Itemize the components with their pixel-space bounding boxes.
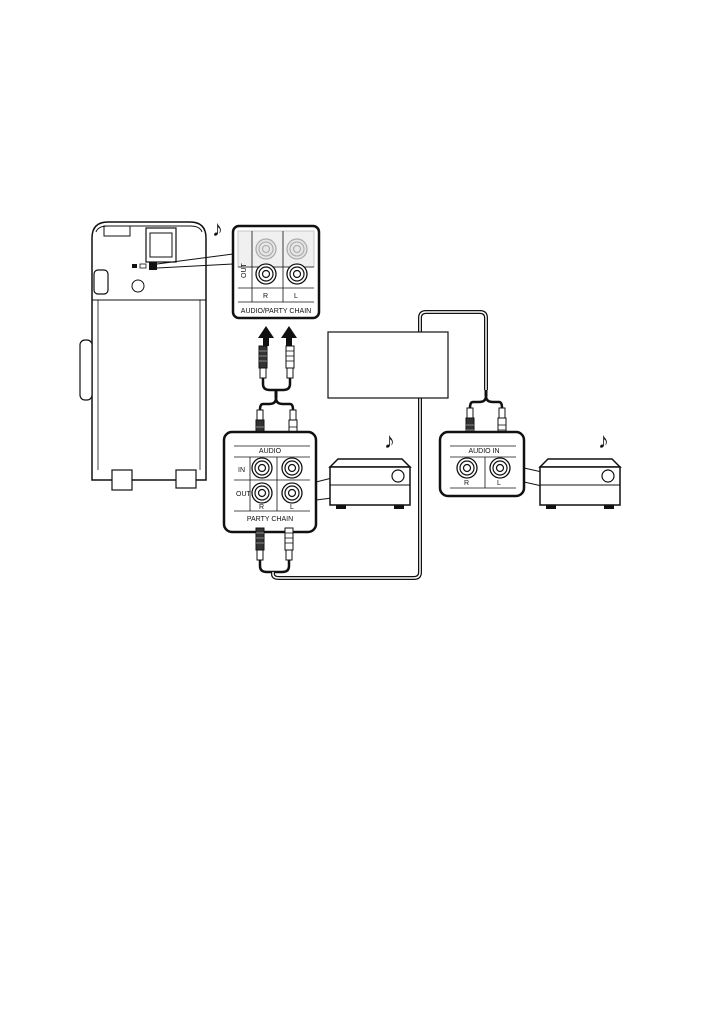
music-note-icon-device2: ♪ bbox=[598, 428, 609, 453]
party-speaker-unit bbox=[79, 221, 234, 491]
speaker-in-jack-l bbox=[286, 238, 308, 260]
music-note-icon-device1: ♪ bbox=[384, 428, 395, 453]
device1-in-jack-l bbox=[281, 457, 303, 479]
speaker-l-label: L bbox=[294, 293, 298, 300]
audio-cable-1 bbox=[255, 345, 298, 443]
device1-l-label: L bbox=[290, 504, 294, 511]
device2-in-jack-l bbox=[489, 457, 511, 479]
speaker-footer-label: AUDIO/PARTY CHAIN bbox=[241, 308, 311, 315]
device1-out-jack-l bbox=[281, 482, 303, 504]
blank-note-box bbox=[327, 331, 449, 399]
device1-in-label: IN bbox=[238, 467, 245, 474]
device2-audio-in-label: AUDIO IN bbox=[468, 448, 499, 455]
device1-footer-label: PARTY CHAIN bbox=[247, 516, 293, 523]
audio-device-2 bbox=[539, 458, 621, 510]
speaker-out-label: OUT bbox=[241, 263, 248, 279]
device1-out-jack-r bbox=[251, 482, 273, 504]
audio-cable-2 bbox=[255, 310, 507, 580]
device2-in-jack-r bbox=[456, 457, 478, 479]
speaker-r-label: R bbox=[263, 293, 268, 300]
device2-jack-panel: AUDIO IN R L bbox=[438, 430, 543, 498]
music-note-icon-speaker: ♪ bbox=[212, 216, 223, 241]
device1-in-jack-r bbox=[251, 457, 273, 479]
speaker-in-jack-r bbox=[255, 238, 277, 260]
speaker-out-jack-r bbox=[255, 263, 277, 285]
device1-out-label: OUT bbox=[236, 491, 252, 498]
speaker-out-jack-l bbox=[286, 263, 308, 285]
device1-r-label: R bbox=[259, 504, 264, 511]
device1-audio-label: AUDIO bbox=[259, 448, 282, 455]
speaker-jack-panel: OUT R L AUDIO/PARTY CHAIN bbox=[231, 224, 321, 320]
device1-jack-panel: AUDIO IN OUT R L PARTY CHAIN bbox=[222, 430, 333, 534]
device2-l-label: L bbox=[497, 480, 501, 487]
audio-device-1 bbox=[329, 458, 411, 510]
insert-arrows bbox=[258, 326, 297, 346]
device2-r-label: R bbox=[464, 480, 469, 487]
